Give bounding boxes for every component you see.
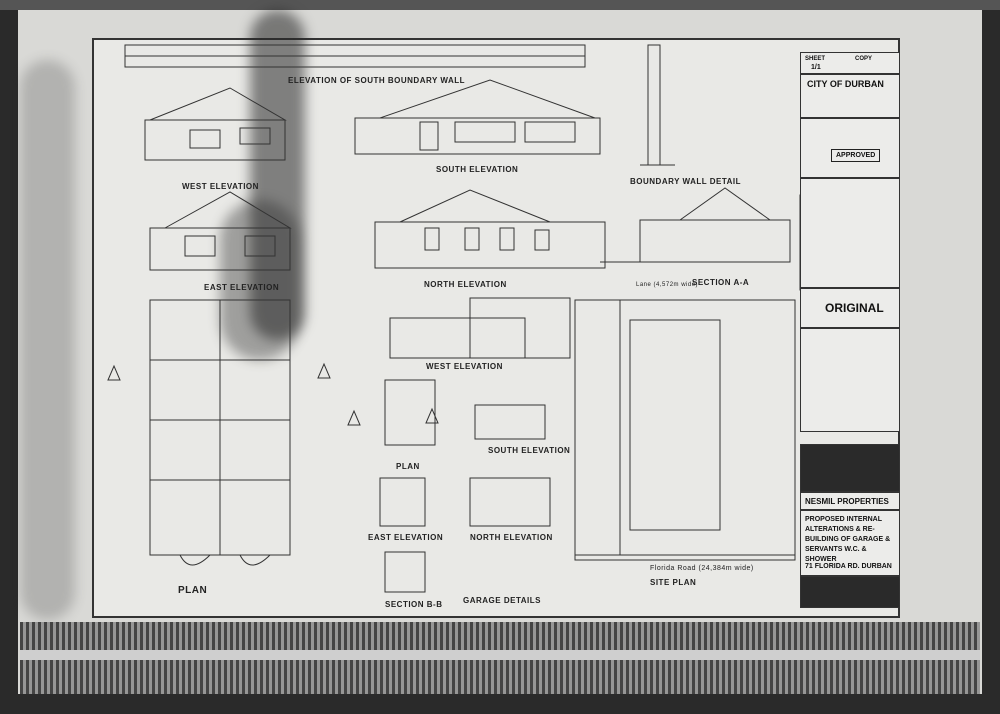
client-name: NESMIL PROPERTIES	[805, 497, 889, 506]
scan-edge-left	[0, 0, 18, 714]
label-main-plan: PLAN	[178, 585, 208, 596]
original-mark: ORIGINAL	[825, 301, 884, 315]
title-block-notes-cell	[800, 178, 900, 288]
stain-mark	[20, 60, 75, 620]
label-section-b-b: SECTION B-B	[385, 600, 443, 609]
copy-label: COPY	[855, 56, 873, 62]
scanner-strip-band	[20, 650, 980, 660]
label-west-elevation: WEST ELEVATION	[182, 182, 259, 191]
scan-edge-right	[982, 0, 1000, 714]
label-north-elevation: NORTH ELEVATION	[424, 280, 507, 289]
title-block: SHEET 1/1 COPY CITY OF DURBAN APPROVED O…	[800, 52, 900, 612]
drawing-sheet	[92, 38, 900, 618]
label-road: Florida Road (24,384m wide)	[650, 565, 754, 572]
label-garage-south-elevation: SOUTH ELEVATION	[488, 446, 571, 455]
label-garage-north-elevation: NORTH ELEVATION	[470, 533, 553, 542]
title-block-client-cell: NESMIL PROPERTIES	[800, 492, 900, 510]
label-lane: Lane (4,572m wide)	[636, 282, 699, 288]
title-block-dark-cell	[800, 444, 900, 492]
label-site-plan: SITE PLAN	[650, 578, 697, 587]
title-block-project-cell: PROPOSED INTERNAL ALTERATIONS & RE-BUILD…	[800, 510, 900, 576]
label-garage-west-elevation: WEST ELEVATION	[426, 362, 503, 371]
project-description: PROPOSED INTERNAL ALTERATIONS & RE-BUILD…	[805, 516, 891, 563]
label-garage-details: GARAGE DETAILS	[463, 596, 541, 605]
title-block-blank-cell	[800, 328, 900, 432]
sheet-label: SHEET	[805, 56, 826, 62]
label-south-elevation: SOUTH ELEVATION	[436, 165, 519, 174]
scan-edge-bottom	[0, 694, 1000, 714]
stain-mark	[250, 10, 305, 340]
city-name: CITY OF DURBAN	[807, 79, 884, 89]
stain-mark	[220, 200, 300, 360]
project-address: 71 FLORIDA RD. DURBAN	[805, 563, 892, 570]
label-garage-plan: PLAN	[396, 462, 420, 471]
sheet-value: 1/1	[811, 64, 821, 71]
label-garage-east-elevation: EAST ELEVATION	[368, 533, 444, 542]
label-east-elevation: EAST ELEVATION	[204, 283, 280, 292]
scan-edge-top	[0, 0, 1000, 10]
title-block-original-cell: ORIGINAL	[800, 288, 900, 328]
title-block-city-cell: CITY OF DURBAN	[800, 74, 900, 118]
title-block-dark-footer	[800, 576, 900, 608]
label-section-a-a: SECTION A-A	[692, 278, 750, 287]
title-block-sheet-cell: SHEET 1/1 COPY	[800, 52, 900, 74]
approved-stamp: APPROVED	[831, 149, 881, 162]
label-south-boundary-wall: ELEVATION OF SOUTH BOUNDARY WALL	[288, 76, 466, 85]
label-boundary-wall-detail: BOUNDARY WALL DETAIL	[630, 177, 742, 186]
title-block-stamp-cell: APPROVED	[800, 118, 900, 178]
